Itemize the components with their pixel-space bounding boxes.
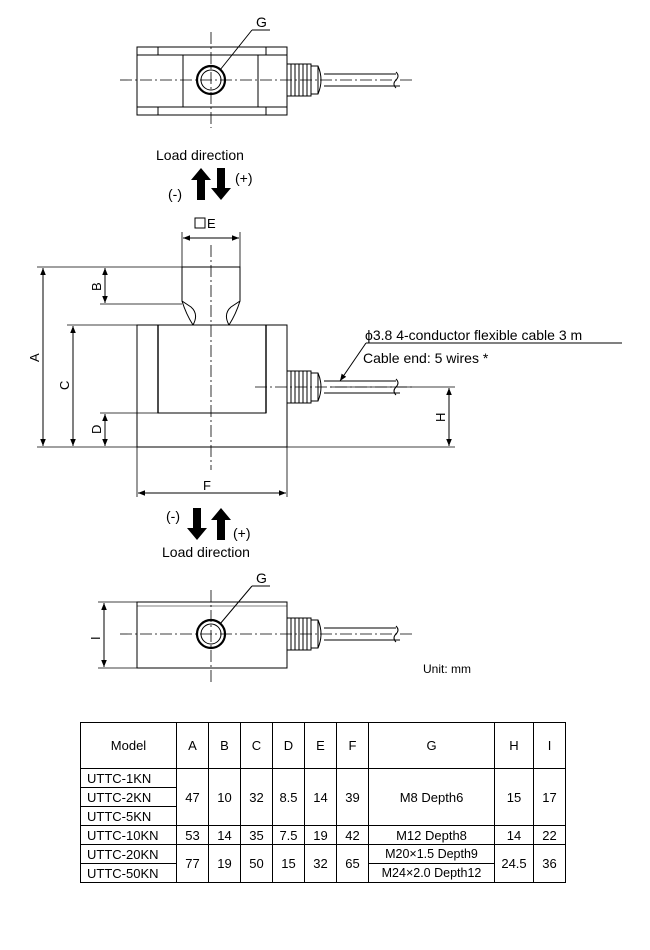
square-symbol-icon bbox=[194, 217, 206, 229]
top-view-body bbox=[136, 46, 288, 116]
front-view-inner-window bbox=[157, 324, 267, 414]
cell-d: 8.5 bbox=[272, 768, 305, 826]
cell-d: 15 bbox=[272, 844, 305, 883]
bottom-view bbox=[98, 585, 412, 682]
cell-e: 14 bbox=[304, 768, 337, 826]
header-d: D bbox=[272, 722, 305, 769]
cell-f: 42 bbox=[336, 825, 369, 845]
cable-end-label: Cable end: 5 wires * bbox=[363, 350, 489, 366]
table-row: UTTC-2KN bbox=[80, 787, 566, 807]
dim-c-label: C bbox=[57, 381, 72, 390]
dim-i-label: I bbox=[88, 636, 103, 640]
cable-leader bbox=[339, 342, 367, 382]
header-h: H bbox=[494, 722, 534, 769]
dim-e-label: E bbox=[207, 216, 216, 231]
bottom-g-leader bbox=[219, 585, 253, 625]
cell-g: M8 Depth6 bbox=[368, 768, 495, 826]
cell-g: M12 Depth8 bbox=[368, 825, 495, 845]
model-cell: UTTC-10KN bbox=[80, 825, 177, 845]
dim-h-label: H bbox=[433, 413, 448, 422]
header-e: E bbox=[304, 722, 337, 769]
load-plus-top: (+) bbox=[235, 170, 253, 186]
load-plus-bottom: (+) bbox=[233, 525, 251, 541]
dim-d-label: D bbox=[89, 425, 104, 434]
cell-b: 14 bbox=[208, 825, 241, 845]
load-minus-top: (-) bbox=[168, 186, 182, 202]
top-g-leader bbox=[219, 29, 253, 71]
cell-h: 24.5 bbox=[494, 844, 534, 883]
model-cell: UTTC-50KN bbox=[80, 863, 177, 883]
bottom-view-body bbox=[136, 601, 288, 669]
cell-c: 32 bbox=[240, 768, 273, 826]
table-row: UTTC-20KN 77 19 50 15 32 65 M20×1.5 Dept… bbox=[80, 844, 566, 883]
arrow-up-icon bbox=[191, 168, 211, 200]
cell-g: M20×1.5 Depth9 bbox=[368, 844, 495, 864]
dim-a-label: A bbox=[27, 353, 42, 362]
cell-a: 47 bbox=[176, 768, 209, 826]
top-view bbox=[120, 29, 412, 128]
cell-h: 14 bbox=[494, 825, 534, 845]
cell-e: 32 bbox=[304, 844, 337, 883]
cell-i: 22 bbox=[533, 825, 566, 845]
technical-drawing: G Load direction (-) (+) bbox=[27, 14, 622, 682]
load-direction-top: Load direction bbox=[156, 147, 244, 163]
model-cell: UTTC-20KN bbox=[80, 844, 177, 864]
load-direction-bottom: Load direction bbox=[162, 544, 250, 560]
table-row: UTTC-1KN 47 10 32 8.5 14 39 M8 Depth6 15… bbox=[80, 768, 566, 826]
table-row: UTTC-50KN M24×2.0 Depth12 bbox=[80, 863, 566, 883]
cell-i: 17 bbox=[533, 768, 566, 826]
cell-a: 77 bbox=[176, 844, 209, 883]
header-g: G bbox=[368, 722, 495, 769]
header-c: C bbox=[240, 722, 273, 769]
spec-table: Model A B C D E F G H I UTTC-1KN 47 10 3… bbox=[80, 722, 566, 883]
header-f: F bbox=[336, 722, 369, 769]
cell-f: 65 bbox=[336, 844, 369, 883]
header-model: Model bbox=[80, 722, 177, 769]
model-cell: UTTC-2KN bbox=[80, 787, 177, 807]
cell-c: 50 bbox=[240, 844, 273, 883]
cell-a: 53 bbox=[176, 825, 209, 845]
header-b: B bbox=[208, 722, 241, 769]
dim-f-label: F bbox=[203, 478, 211, 493]
cell-b: 10 bbox=[208, 768, 241, 826]
table-header-row: Model A B C D E F G H I bbox=[80, 722, 566, 769]
cell-c: 35 bbox=[240, 825, 273, 845]
cable-spec-label: ϕ3.8 4-conductor flexible cable 3 m bbox=[365, 327, 582, 343]
arrow-down-icon bbox=[211, 168, 231, 200]
cell-e: 19 bbox=[304, 825, 337, 845]
front-view-outline bbox=[136, 266, 288, 448]
cell-f: 39 bbox=[336, 768, 369, 826]
dim-b-label: B bbox=[89, 282, 104, 291]
bottom-g-label: G bbox=[256, 570, 267, 586]
cell-g: M24×2.0 Depth12 bbox=[368, 863, 495, 883]
front-view bbox=[37, 232, 622, 497]
model-cell: UTTC-1KN bbox=[80, 768, 177, 788]
top-g-label: G bbox=[256, 14, 267, 30]
header-a: A bbox=[176, 722, 209, 769]
unit-label: Unit: mm bbox=[423, 662, 471, 676]
model-cell: UTTC-5KN bbox=[80, 806, 177, 826]
cell-h: 15 bbox=[494, 768, 534, 826]
header-i: I bbox=[533, 722, 566, 769]
table-row: UTTC-10KN 53 14 35 7.5 19 42 M12 Depth8 … bbox=[80, 825, 566, 845]
cell-b: 19 bbox=[208, 844, 241, 883]
load-minus-bottom: (-) bbox=[166, 508, 180, 524]
arrow-down-icon bbox=[187, 508, 207, 540]
cell-d: 7.5 bbox=[272, 825, 305, 845]
arrow-up-icon bbox=[211, 508, 231, 540]
cell-i: 36 bbox=[533, 844, 566, 883]
